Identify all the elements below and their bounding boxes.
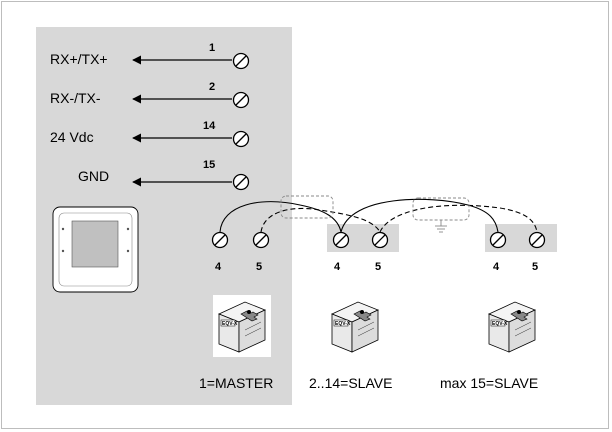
device-2-caption: 2..14=SLAVE bbox=[309, 375, 393, 391]
cable-shields bbox=[280, 195, 470, 221]
bus-wire-dashed bbox=[260, 204, 538, 233]
device-2-terminal-5-label: 5 bbox=[375, 261, 382, 273]
device-3-terminal-5-screw bbox=[528, 231, 546, 249]
device-2-terminal-4-label: 4 bbox=[334, 261, 341, 273]
device-3-terminal-4-screw bbox=[489, 231, 507, 249]
thermostat-screen bbox=[71, 220, 119, 268]
signal-arrows bbox=[132, 55, 232, 187]
controller-terminals bbox=[232, 52, 250, 191]
device-2-icon bbox=[331, 301, 379, 353]
terminal-number-15: 15 bbox=[203, 159, 216, 171]
device-1-terminal-4-label: 4 bbox=[215, 261, 222, 273]
device-1-terminal-5-label: 5 bbox=[256, 261, 263, 273]
signal-label-gnd: GND bbox=[78, 168, 110, 184]
device-3-terminal-5-label: 5 bbox=[532, 261, 539, 273]
shield-ground-symbol bbox=[435, 220, 447, 233]
device-3-terminal-4-label: 4 bbox=[493, 261, 500, 273]
signal-label-rx-tx-minus: RX-/TX- bbox=[50, 90, 101, 106]
device-3-icon bbox=[488, 301, 536, 353]
device-2-terminal-5-screw bbox=[371, 231, 389, 249]
signal-label-rx-tx-plus: RX+/TX+ bbox=[50, 51, 108, 67]
terminal-14-screw bbox=[232, 130, 250, 148]
signal-label-24vdc: 24 Vdc bbox=[50, 129, 94, 145]
device-1-icon bbox=[213, 295, 271, 357]
device-3-caption: max 15=SLAVE bbox=[440, 375, 539, 391]
bus-wire-solid bbox=[219, 198, 499, 233]
device-2-terminal-4-screw bbox=[332, 231, 350, 249]
terminal-number-14: 14 bbox=[203, 120, 216, 132]
device-1-terminal-4-screw bbox=[211, 231, 229, 249]
terminal-2-screw bbox=[232, 91, 250, 109]
thermostat-display bbox=[52, 206, 139, 293]
terminal-1-screw bbox=[232, 52, 250, 70]
device-1-caption: 1=MASTER bbox=[199, 375, 274, 391]
bus-terminals bbox=[211, 231, 546, 249]
device-1-terminal-5-screw bbox=[252, 231, 270, 249]
terminal-number-2: 2 bbox=[209, 81, 216, 93]
terminal-number-1: 1 bbox=[209, 42, 216, 54]
terminal-15-screw bbox=[232, 173, 250, 191]
